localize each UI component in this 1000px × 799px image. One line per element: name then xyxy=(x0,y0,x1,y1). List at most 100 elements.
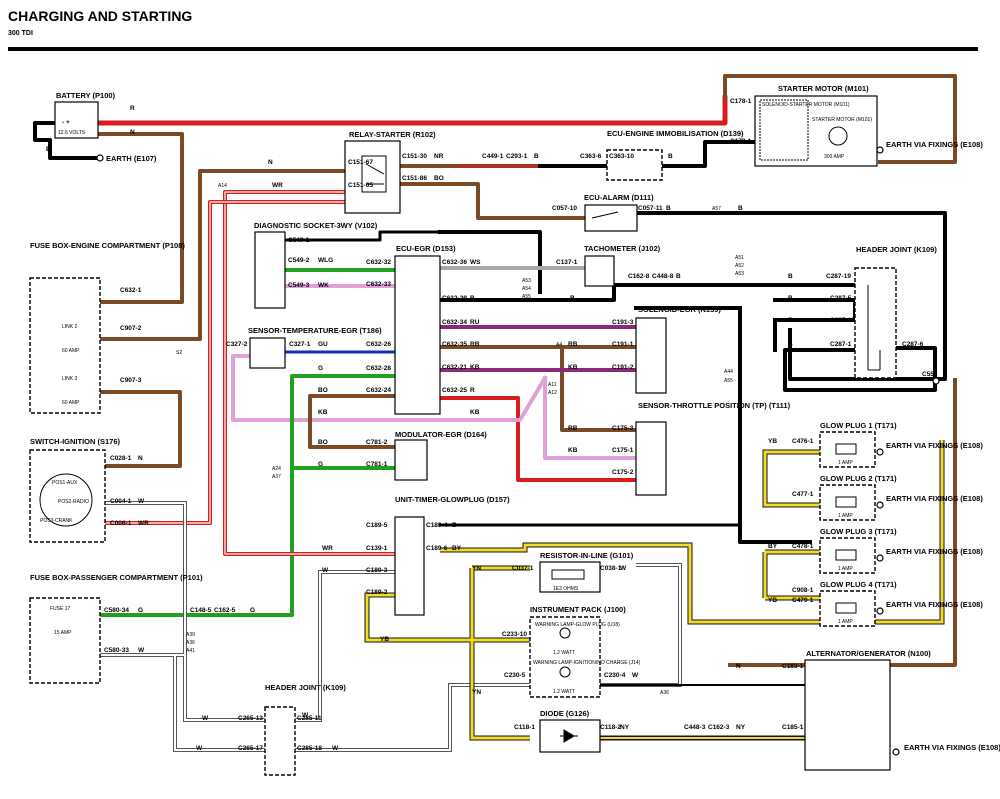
wire-black-solenoid-b xyxy=(738,306,812,544)
connector-label: C907-3 xyxy=(120,377,142,384)
glow-plug-3-title: GLOW PLUG 3 (T171) xyxy=(820,527,897,536)
glow-plug-3-amp: 1 AMP xyxy=(838,566,853,572)
connector-label: C265-17 xyxy=(238,745,263,752)
connector-label: C151-30 xyxy=(402,153,427,160)
relay-starter-title: RELAY-STARTER (R102) xyxy=(349,130,436,139)
connector-label: C037-1 xyxy=(512,565,534,572)
connector-label: C191-3 xyxy=(612,319,634,326)
connector-label: C632-25 xyxy=(442,387,467,394)
connector-labels: C151-67C151-65C151-30C151-86NRBONWRA14C4… xyxy=(46,98,938,752)
splice-label: A36 xyxy=(186,640,195,646)
wire-brown-n-ign xyxy=(98,390,182,468)
earth-e108-glow2-icon xyxy=(876,501,884,509)
wire-code-label: B xyxy=(788,341,793,348)
connector-label: C363-10 xyxy=(609,153,634,160)
connector-label: C230-4 xyxy=(604,672,626,679)
connector-label: C185-1 xyxy=(782,724,804,731)
alternator-title: ALTERNATOR/GENERATOR (N100) xyxy=(806,649,931,658)
connector-label: C448-3 xyxy=(684,724,706,731)
wire-wr-ign xyxy=(98,200,347,525)
wire-black-starter-b xyxy=(660,140,757,168)
glow-lamp-icon xyxy=(559,627,571,639)
connector-label: C287-6 xyxy=(902,341,924,348)
splice-label: A24 xyxy=(272,466,281,472)
wire-code-label: N xyxy=(130,129,135,136)
resistor-title: RESISTOR-IN-LINE (G101) xyxy=(540,551,634,560)
splice-label: A41 xyxy=(186,648,195,654)
connector-label: C006-1 xyxy=(110,520,132,527)
battery-label: 12.6 VOLTS xyxy=(58,130,86,136)
wire-code-label: N xyxy=(268,159,273,166)
connector-label: C363-6 xyxy=(580,153,602,160)
header-joint-top-bus xyxy=(867,285,881,371)
connector-label: C549-1 xyxy=(288,237,310,244)
connector-label: C327-1 xyxy=(289,341,311,348)
splice-label: A53 xyxy=(522,278,531,284)
wire-code-label: B xyxy=(452,522,457,529)
wire-pink-kb-temp xyxy=(231,354,548,422)
lamp2-label: WARNING LAMP-IGNITION/NO CHARGE (J14) xyxy=(533,660,641,666)
connector-label: C285-18 xyxy=(297,745,322,752)
diode-box xyxy=(539,719,601,753)
header-k109-bottom-title: HEADER JOINT (K109) xyxy=(265,683,346,692)
fuse-17-amp: 15 AMP xyxy=(54,630,72,636)
wire-code-label: RU xyxy=(470,319,480,326)
connector-label: C118-2 xyxy=(600,724,621,731)
relay-coil-icon xyxy=(361,155,387,193)
wire-brown-bo2 xyxy=(308,394,397,449)
connector-label: C230-5 xyxy=(504,672,526,679)
wire-code-label: G xyxy=(250,607,255,614)
fuse-box-pass-title: FUSE BOX-PASSENGER COMPARTMENT (P101) xyxy=(30,573,203,582)
splice-label: A55 xyxy=(724,378,733,384)
connector-label: C478-1 xyxy=(792,543,814,550)
connector-label: C057-11 xyxy=(638,205,663,212)
ecu-engine-box xyxy=(606,149,663,181)
connector-label: C632-33 xyxy=(366,281,391,288)
yellow-wires-inner xyxy=(365,440,944,740)
wire-code-label: W xyxy=(138,647,145,654)
resistor-element-icon xyxy=(551,569,585,580)
glow-plug-2-title: GLOW PLUG 2 (T171) xyxy=(820,474,897,483)
wire-black-header-out xyxy=(783,346,937,392)
connector-label: C175-3 xyxy=(612,425,634,432)
wire-code-label: W xyxy=(302,712,309,719)
component-labels: BATTERY (P100) EARTH (E107) RELAY-STARTE… xyxy=(30,84,1000,752)
connector-label: C327-2 xyxy=(226,341,248,348)
earth-e108-starter-icon xyxy=(876,146,884,154)
diag-socket-title: DIAGNOSTIC SOCKET-3WY (V102) xyxy=(254,221,378,230)
title-rule xyxy=(8,47,978,51)
wire-black-battery-earth xyxy=(33,121,102,160)
relay-switch-icon xyxy=(365,163,385,185)
wire-code-label: KB xyxy=(568,364,578,371)
wire-code-label: W xyxy=(138,498,145,505)
connector-label: C189-2 xyxy=(366,589,388,596)
glow-plug-4-amp: 1 AMP xyxy=(838,619,853,625)
wire-red-battery-starter xyxy=(95,95,728,126)
glow-plug-4-title: GLOW PLUG 4 (T171) xyxy=(820,580,897,589)
battery-box xyxy=(54,101,99,139)
connector-label: C556 xyxy=(922,371,938,378)
wire-code-label: N xyxy=(138,455,143,462)
ecu-engine-title: ECU-ENGINE IMMOBILISATION (D139) xyxy=(607,129,744,138)
wire-code-label: BY xyxy=(768,543,778,550)
splice-label: A44 xyxy=(724,369,733,375)
page-subtitle: 300 TDI xyxy=(8,30,33,37)
wire-code-label: R xyxy=(130,105,135,112)
connector-label: C908-1 xyxy=(792,587,814,594)
wire-brown-starter-top xyxy=(723,74,957,164)
wire-code-label: NY xyxy=(620,724,630,731)
splice-label: A53 xyxy=(735,271,744,277)
wire-code-label: R xyxy=(470,387,475,394)
connector-label: C189-3 xyxy=(366,567,388,574)
connector-label: C151-67 xyxy=(348,159,373,166)
connector-label: C151-65 xyxy=(348,182,373,189)
wire-brown-rb2 xyxy=(560,345,642,432)
earth-e107-label: EARTH (E107) xyxy=(106,154,157,163)
wire-code-label: W xyxy=(202,715,209,722)
connector-label: C287-15 xyxy=(830,317,855,324)
wire-code-label: KB xyxy=(470,409,480,416)
connector-label: C549-3 xyxy=(288,282,310,289)
fuse-box-engine-title: FUSE BOX-ENGINE COMPARTMENT (P108) xyxy=(30,241,185,250)
wire-code-label: W xyxy=(632,672,639,679)
sensor-temp-egr-box xyxy=(249,337,286,369)
